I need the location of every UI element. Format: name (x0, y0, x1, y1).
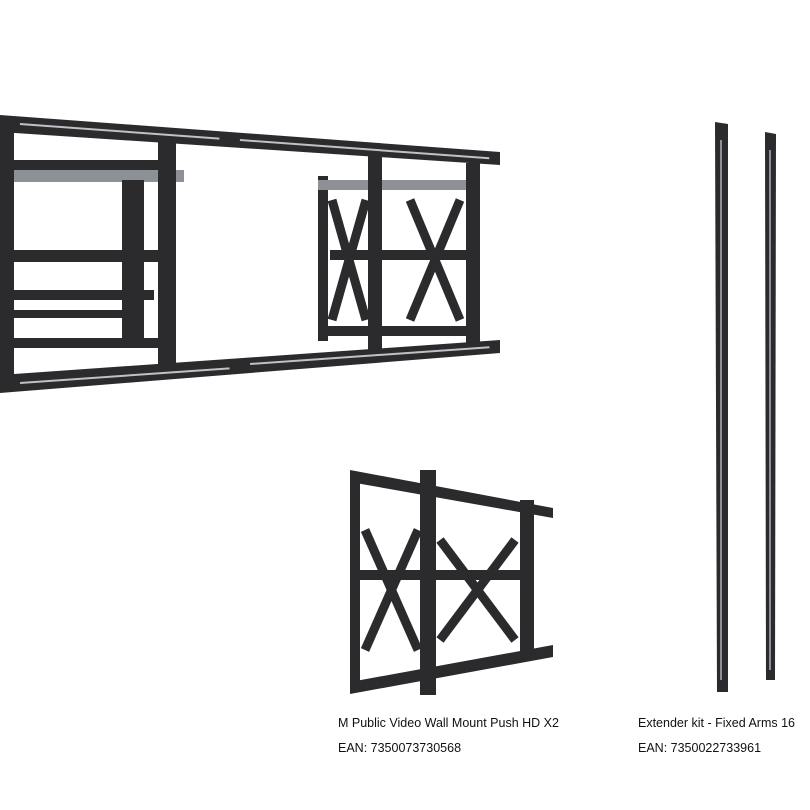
video-wall-rail-assembly-image (0, 115, 500, 393)
product-ean-push-mount: EAN: 7350073730568 (338, 741, 462, 755)
push-mount-image (350, 470, 553, 695)
extender-arms-image (715, 122, 776, 692)
product-name-extender-kit: Extender kit - Fixed Arms 16 (638, 716, 796, 730)
product-name-push-mount: M Public Video Wall Mount Push HD X2 (338, 716, 559, 730)
product-ean-extender-kit: EAN: 7350022733961 (638, 741, 762, 755)
